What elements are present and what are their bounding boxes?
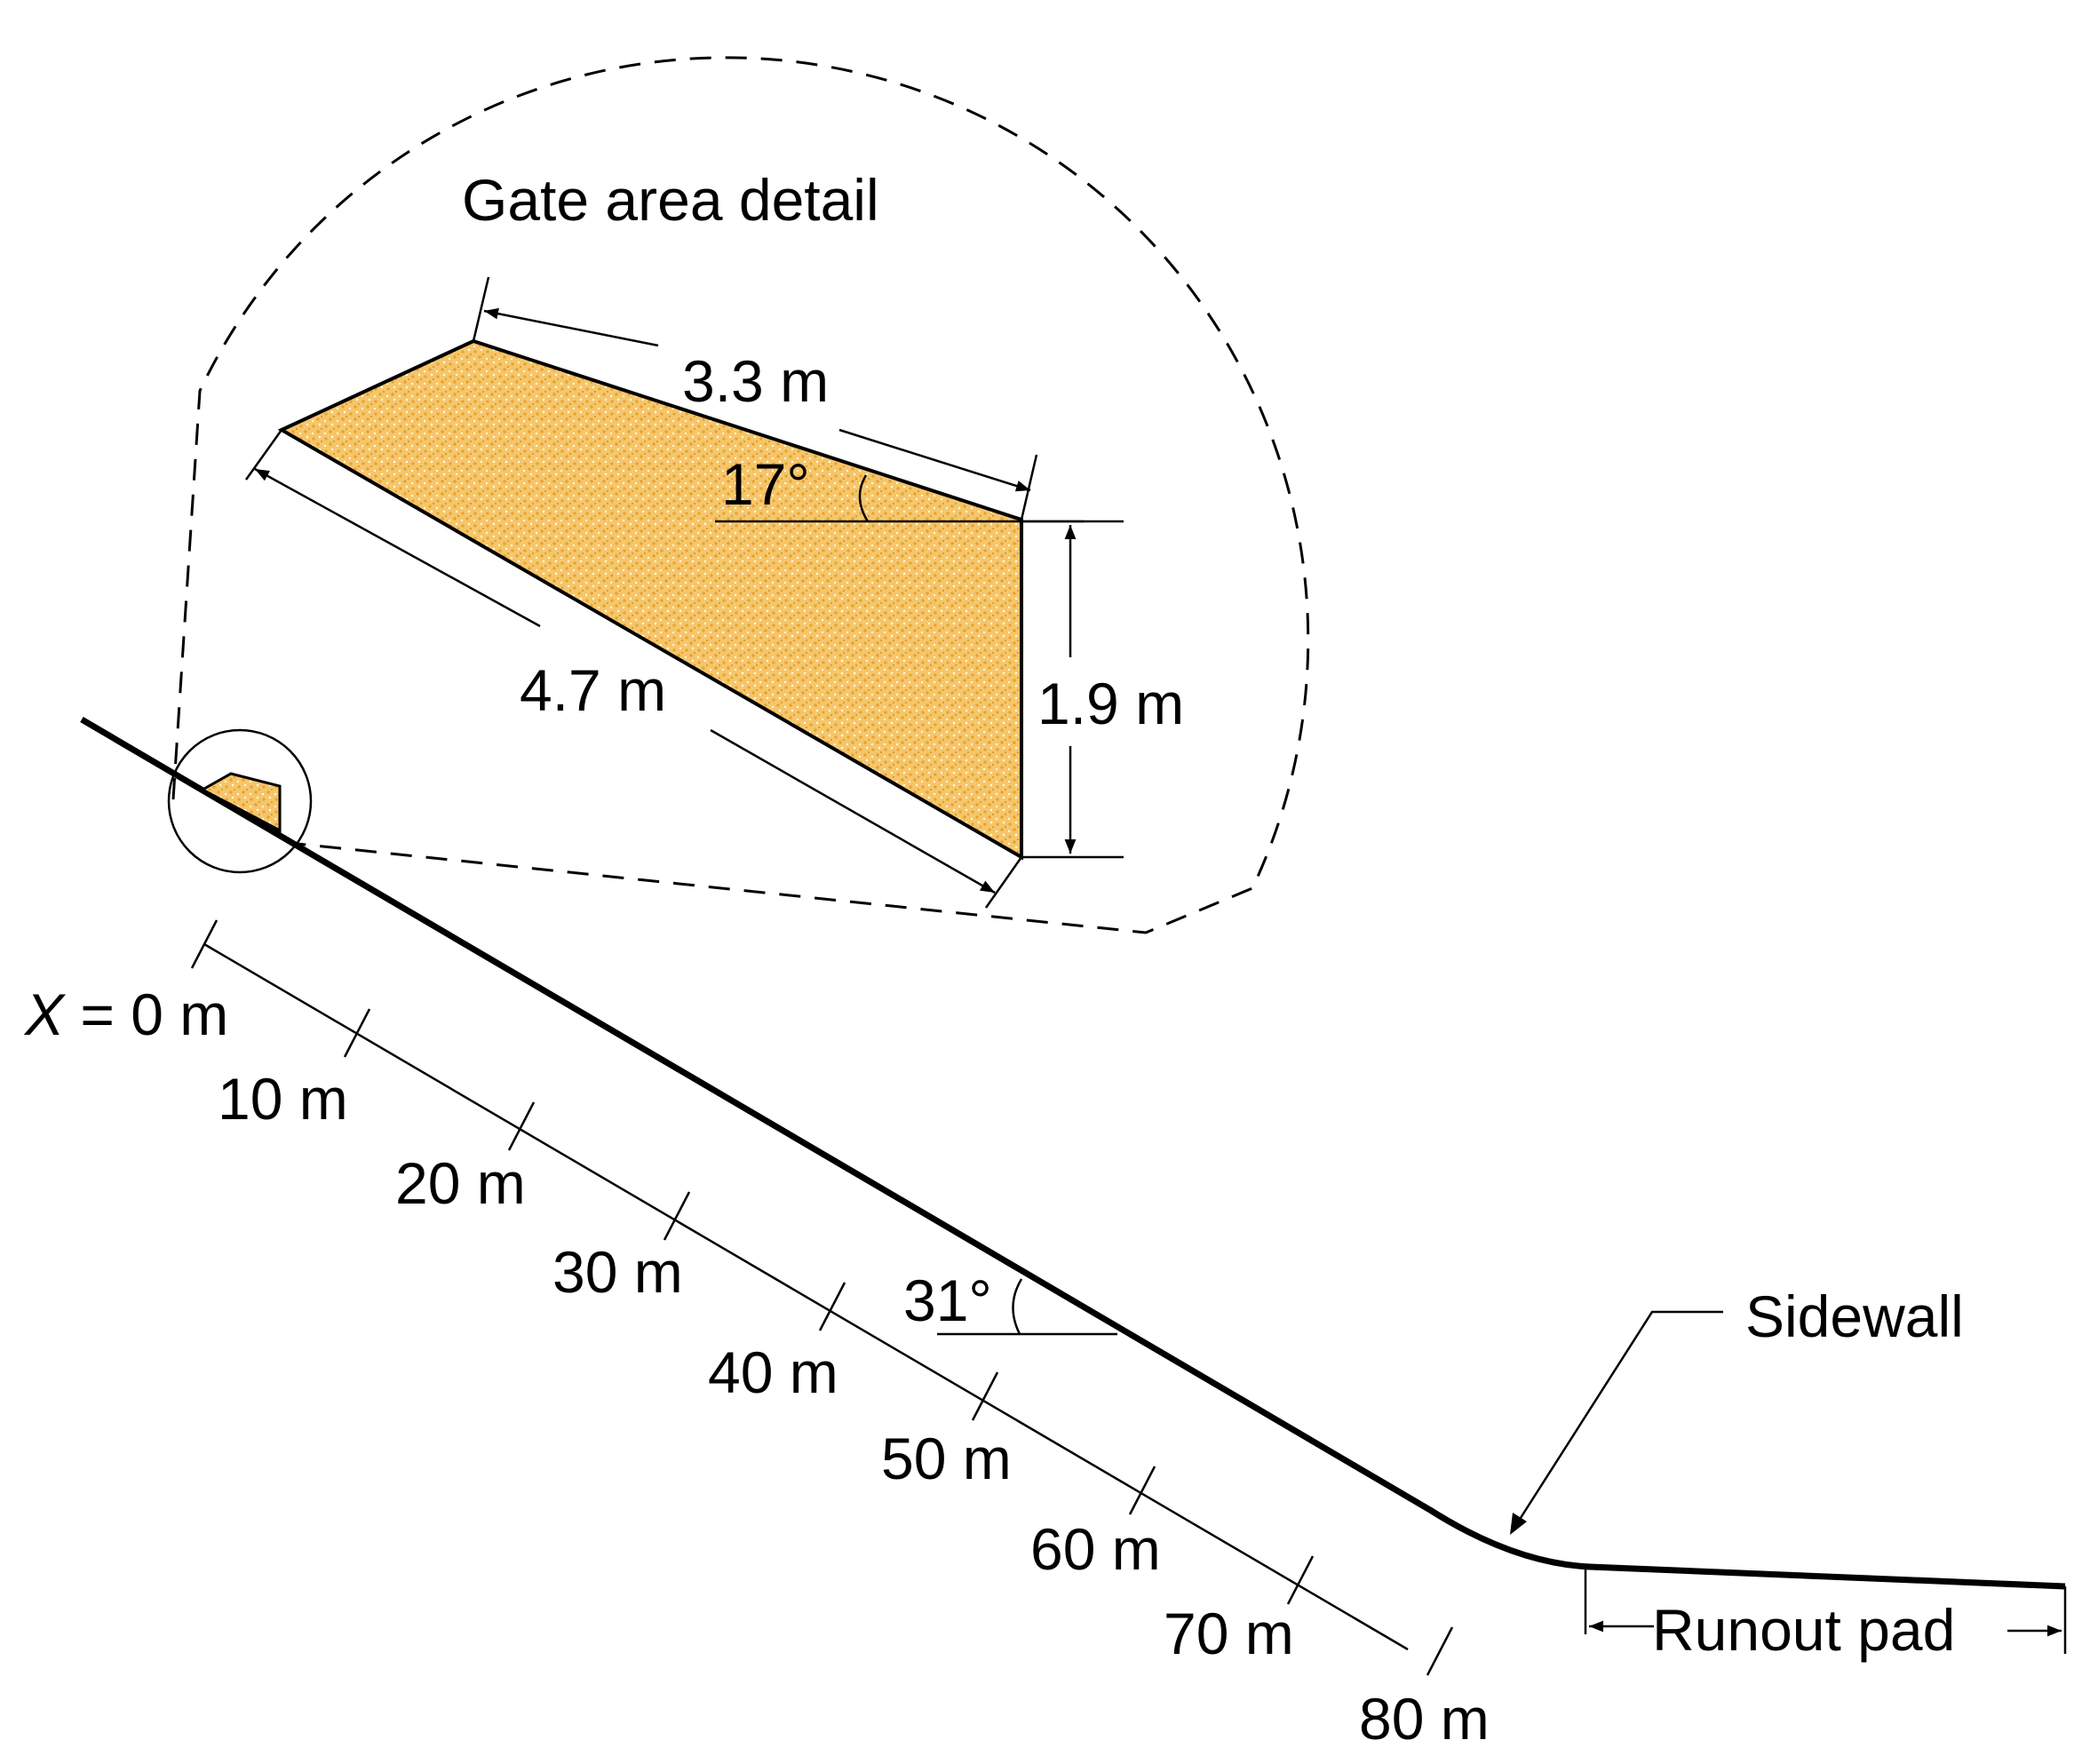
scale-tick-70 — [1286, 1555, 1315, 1605]
ext-line-bottom-left — [244, 429, 283, 481]
scale-tick-80 — [1426, 1626, 1454, 1676]
scale-tick-50 — [971, 1371, 999, 1421]
gate-mini — [199, 772, 282, 833]
sidewall-arrowhead — [1510, 1513, 1527, 1535]
angle-arc-31 — [1012, 1278, 1023, 1335]
tick-label-70: 70 m — [1164, 1601, 1294, 1666]
tick-label-30: 30 m — [552, 1239, 683, 1305]
dim-line-top-b — [838, 428, 1031, 492]
slope-profile — [80, 716, 2066, 1590]
dim-label-3.3m: 3.3 m — [682, 348, 829, 414]
angle-label-17: 17° — [721, 451, 810, 517]
runout-pad-label: Runout pad — [1652, 1597, 1955, 1663]
dim-line-top-a — [483, 307, 659, 347]
scale-tick-10 — [343, 1008, 371, 1058]
magnifier-circle — [167, 728, 313, 874]
ext-line-bottom-right — [984, 856, 1023, 909]
tick-label-50: 50 m — [881, 1426, 1012, 1491]
scale-tick-20 — [507, 1101, 536, 1151]
sidewall-leader — [1517, 1310, 1723, 1522]
scale-line — [203, 942, 1409, 1651]
dim-label-1.9m: 1.9 m — [1037, 671, 1184, 736]
tick-label-20: 20 m — [395, 1150, 526, 1216]
tick-label-10: 10 m — [218, 1066, 348, 1132]
dim-line-bottom-b — [710, 728, 996, 894]
ext-line-top-left — [472, 276, 490, 342]
x-origin-label: X = 0 m — [23, 981, 228, 1047]
angle-arc-17 — [858, 474, 870, 522]
dim-line-bottom-a — [254, 467, 541, 628]
detail-title: Gate area detail — [462, 167, 879, 233]
tick-label-80: 80 m — [1359, 1686, 1490, 1752]
detail-outline — [171, 56, 1310, 934]
angle-label-31: 31° — [903, 1267, 992, 1333]
scale-tick-30 — [663, 1191, 691, 1241]
sidewall-label: Sidewall — [1745, 1283, 1964, 1349]
gate-shape — [277, 338, 1023, 861]
tick-label-60: 60 m — [1030, 1516, 1161, 1582]
dim-label-4.7m: 4.7 m — [520, 657, 666, 723]
scale-tick-0 — [190, 919, 219, 969]
scale-tick-40 — [818, 1282, 846, 1331]
tick-label-40: 40 m — [708, 1339, 838, 1405]
scale-tick-60 — [1128, 1466, 1156, 1515]
